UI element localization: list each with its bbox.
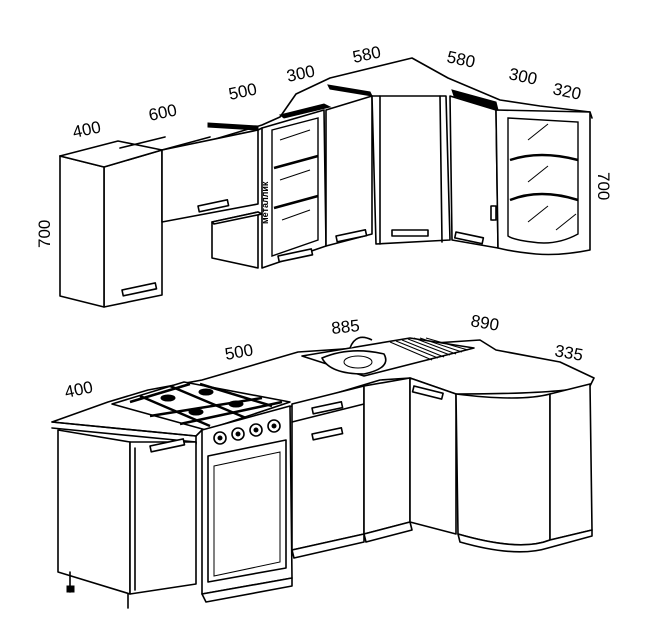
oven: [201, 405, 293, 603]
dim-upper-height-right: 700: [594, 172, 613, 200]
upper-cabinet-580-right: [371, 95, 451, 245]
dim-upper-500: 500: [227, 79, 259, 103]
upper-cabinet-580-left: [325, 84, 373, 247]
dim-upper-400: 400: [71, 117, 103, 141]
dim-lower-890: 890: [469, 311, 500, 335]
dim-upper-580-right: 580: [445, 47, 477, 71]
upper-showcase-300-left: [261, 103, 332, 269]
dim-lower-335: 335: [553, 341, 584, 365]
lower-cabinet-885: [363, 377, 464, 543]
hob: [111, 381, 291, 431]
dim-lower-400: 400: [63, 377, 95, 401]
lower-cabinets: 400 500 885 890 335: [51, 311, 595, 609]
dim-upper-600: 600: [147, 100, 179, 124]
upper-showcase-320: [490, 109, 591, 256]
lower-cabinet-400: [57, 429, 197, 609]
dim-upper-300-right: 300: [507, 64, 539, 88]
upper-cabinets: 400 600 500 300 580 580 300 320 700 700 …: [35, 42, 613, 308]
upper-cabinet-600: [161, 122, 259, 223]
dim-lower-885: 885: [330, 316, 360, 338]
dim-upper-height-left: 700: [35, 220, 54, 248]
dim-upper-300-left: 300: [285, 61, 317, 85]
lower-cabinet-500: [291, 385, 365, 559]
upper-cabinet-400: [59, 136, 166, 308]
showcase-material-label: металлик: [260, 181, 270, 224]
dim-upper-580-left: 580: [351, 42, 383, 66]
upper-cabinet-300-right: [449, 89, 499, 249]
dim-upper-320: 320: [551, 79, 583, 103]
lower-cabinet-corner: [455, 383, 593, 553]
dim-lower-500: 500: [223, 340, 254, 364]
sink: [301, 336, 475, 377]
